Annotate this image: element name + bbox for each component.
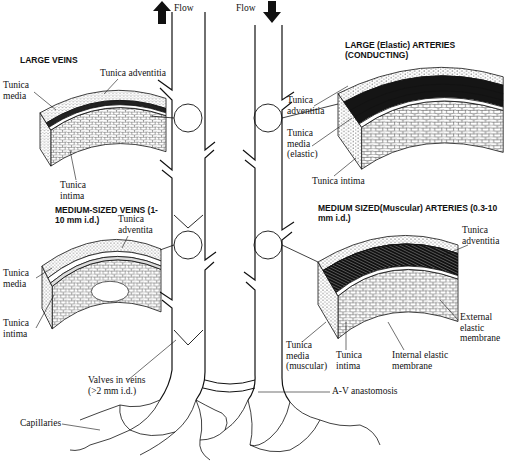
intima-layer bbox=[359, 98, 503, 128]
part-label: Tunica intima bbox=[336, 350, 376, 371]
large-vein-section bbox=[40, 90, 166, 166]
detail-circle bbox=[254, 231, 282, 259]
capillary-network bbox=[70, 400, 380, 460]
detail-circle bbox=[174, 104, 202, 132]
flow-arrow bbox=[153, 1, 171, 24]
flow-label: Flow bbox=[174, 3, 214, 14]
part-label: Tunica adventita bbox=[118, 214, 168, 235]
leader-line bbox=[34, 79, 468, 430]
vein-wall bbox=[196, 12, 216, 400]
part-label: Tunica intima bbox=[3, 318, 43, 339]
part-label: Tunica media bbox=[3, 80, 43, 101]
av-anastomosis bbox=[203, 380, 255, 392]
part-label: Tunica adventitia bbox=[287, 95, 335, 116]
part-label: Tunica media bbox=[3, 268, 43, 289]
part-label: External elastic membrane bbox=[460, 312, 512, 344]
part-label: Internal elastic membrane bbox=[392, 350, 450, 371]
part-label: Tunica media (muscular) bbox=[286, 340, 334, 372]
part-label: Tunica adventitia bbox=[100, 68, 180, 79]
flow-arrow bbox=[263, 1, 281, 23]
artery-wall bbox=[243, 25, 255, 400]
section-title: MEDIUM-SIZED VEINS (1-10 mm i.d.) bbox=[55, 205, 165, 225]
part-label: Tunica intima bbox=[312, 176, 382, 187]
vein-valve bbox=[174, 215, 203, 345]
vein-valve bbox=[91, 281, 128, 301]
large-artery-section bbox=[338, 67, 503, 169]
intima-layer bbox=[49, 105, 166, 130]
detail-circle bbox=[254, 104, 282, 132]
media-layer bbox=[48, 251, 161, 283]
part-label: Capillaries bbox=[20, 418, 80, 429]
medium-artery-section bbox=[318, 235, 458, 338]
media-layer bbox=[46, 100, 166, 127]
medium-vein-section bbox=[42, 239, 161, 328]
section-title: MEDIUM SIZED(Muscular) ARTERIES (0.3-10 … bbox=[318, 203, 498, 223]
section-title: LARGE VEINS bbox=[20, 55, 100, 65]
external-elastic-line bbox=[323, 244, 458, 271]
part-label: Tunica intima bbox=[60, 180, 100, 201]
part-label: Tunica adventitia bbox=[462, 225, 512, 246]
part-label: Tunica media (elastic) bbox=[287, 128, 331, 160]
intima-layer bbox=[336, 266, 458, 296]
detail-link bbox=[150, 104, 338, 262]
detail-circle bbox=[174, 231, 202, 259]
section-title: LARGE (Elastic) ARTERIES (CONDUCTING) bbox=[345, 40, 485, 60]
flow-label: Flow bbox=[236, 3, 276, 14]
part-label: A-V anastomosis bbox=[332, 386, 422, 397]
intima-layer bbox=[51, 256, 162, 286]
part-label: Valves in veins (>2 mm i.d.) bbox=[88, 375, 160, 396]
